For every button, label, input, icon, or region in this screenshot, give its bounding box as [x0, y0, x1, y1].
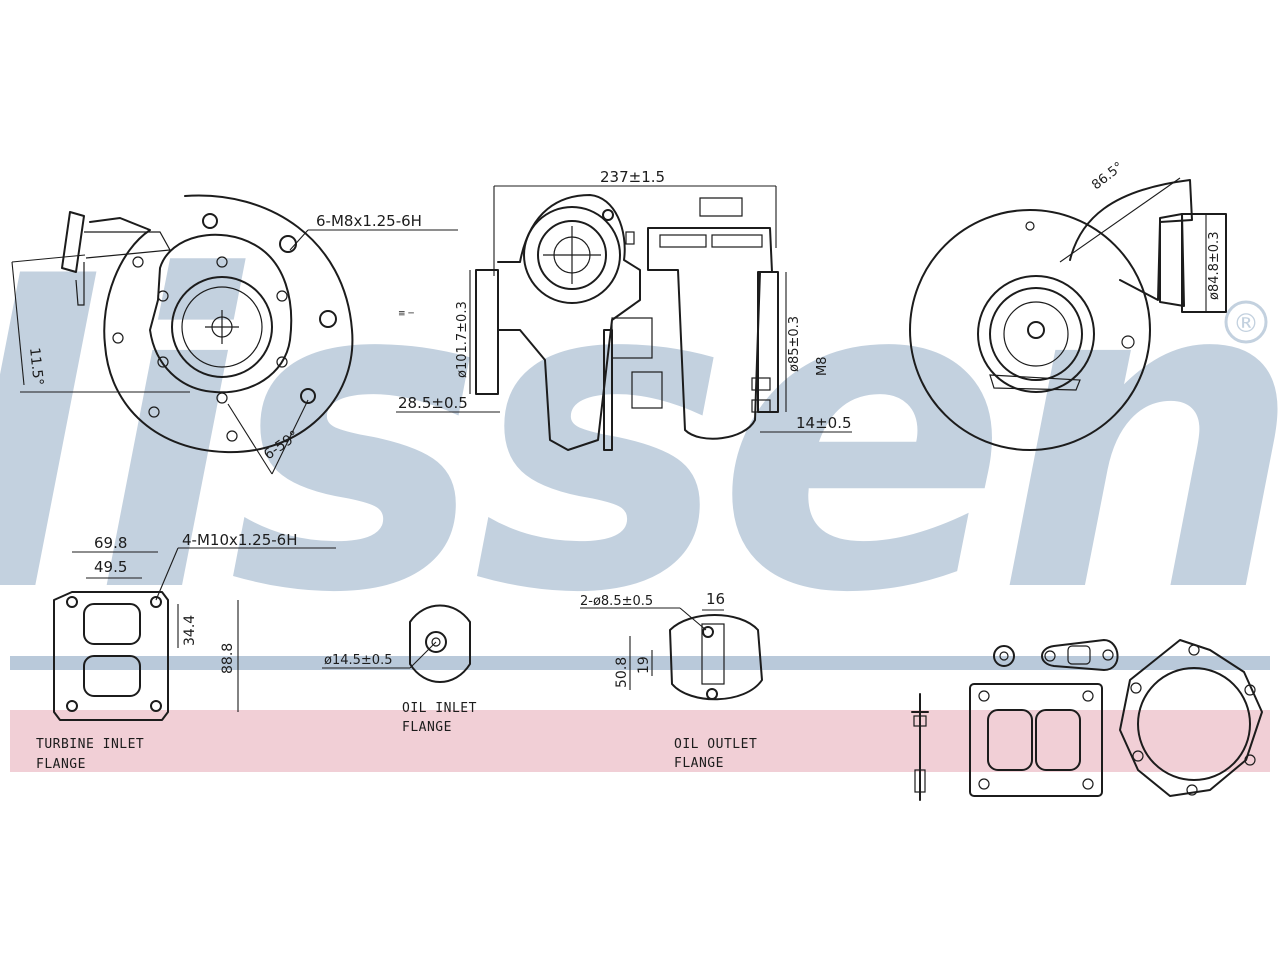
- dia-center-label: ø101.7±0.3: [455, 301, 470, 378]
- thread-m8-label: M8: [815, 357, 830, 377]
- flange-h2-label: 88.8: [220, 643, 236, 674]
- dia-outlet-label: ø84.8±0.3: [1207, 232, 1222, 300]
- brand-watermark: Nissens: [0, 187, 1280, 687]
- registered-mark: ®: [1233, 309, 1259, 339]
- registered-mark-ring: [1224, 300, 1268, 344]
- left-view: 11.5° 6-59° 6-M8x1.25-6H: [11, 194, 458, 475]
- turbine-inlet-label-1: TURBINE INLET: [36, 737, 144, 752]
- bolt-pattern-flange-label: 4-M10x1.25-6H: [182, 531, 298, 549]
- bolt-pattern-top-label: 6-M8x1.25-6H: [316, 212, 422, 230]
- flange-w1-label: 69.8: [94, 534, 127, 552]
- flange-h1-label: 34.4: [182, 615, 198, 646]
- offset-bottom-label: 28.5±0.5: [398, 394, 468, 412]
- oil-in-dia-label: ø14.5±0.5: [324, 653, 392, 668]
- oil-outlet-label-2: FLANGE: [674, 756, 724, 771]
- oil-outlet-label-1: OIL OUTLET: [674, 737, 757, 752]
- oil-out-holes-label: 2-ø8.5±0.5: [580, 594, 653, 609]
- oil-out-h2-label: 19: [636, 656, 652, 674]
- oil-out-h1-label: 50.8: [614, 657, 630, 688]
- width-top-label: 237±1.5: [600, 168, 665, 186]
- oil-out-w-label: 16: [706, 590, 725, 608]
- note-left-tag: ≡ ─: [398, 309, 414, 319]
- oil-inlet-label-2: FLANGE: [402, 720, 452, 735]
- angle-left-label: 11.5°: [26, 347, 46, 387]
- turbine-inlet-label-2: FLANGE: [36, 757, 86, 772]
- oil-outlet-flange: 2-ø8.5±0.5 16 50.8 19 OIL OUTLET FLANGE: [580, 590, 763, 771]
- blue-band: [10, 656, 1270, 670]
- pink-band: [10, 710, 1270, 772]
- gasket-kit: [911, 639, 1263, 801]
- center-view: 237±1.5 ø101.7±0.3 28.5±0.5 ≡ ─ ø85±0.3 …: [396, 168, 852, 451]
- dia-right-label: ø85±0.3: [787, 316, 802, 372]
- flange-w2-label: 49.5: [94, 558, 127, 576]
- turbine-inlet-flange: 69.8 49.5 4-M10x1.25-6H 34.4 88.8 TURBIN…: [36, 531, 336, 772]
- oil-inlet-label-1: OIL INLET: [402, 701, 477, 716]
- oil-inlet-flange: ø14.5±0.5 OIL INLET FLANGE: [322, 604, 477, 735]
- offset-right-label: 14±0.5: [796, 414, 852, 432]
